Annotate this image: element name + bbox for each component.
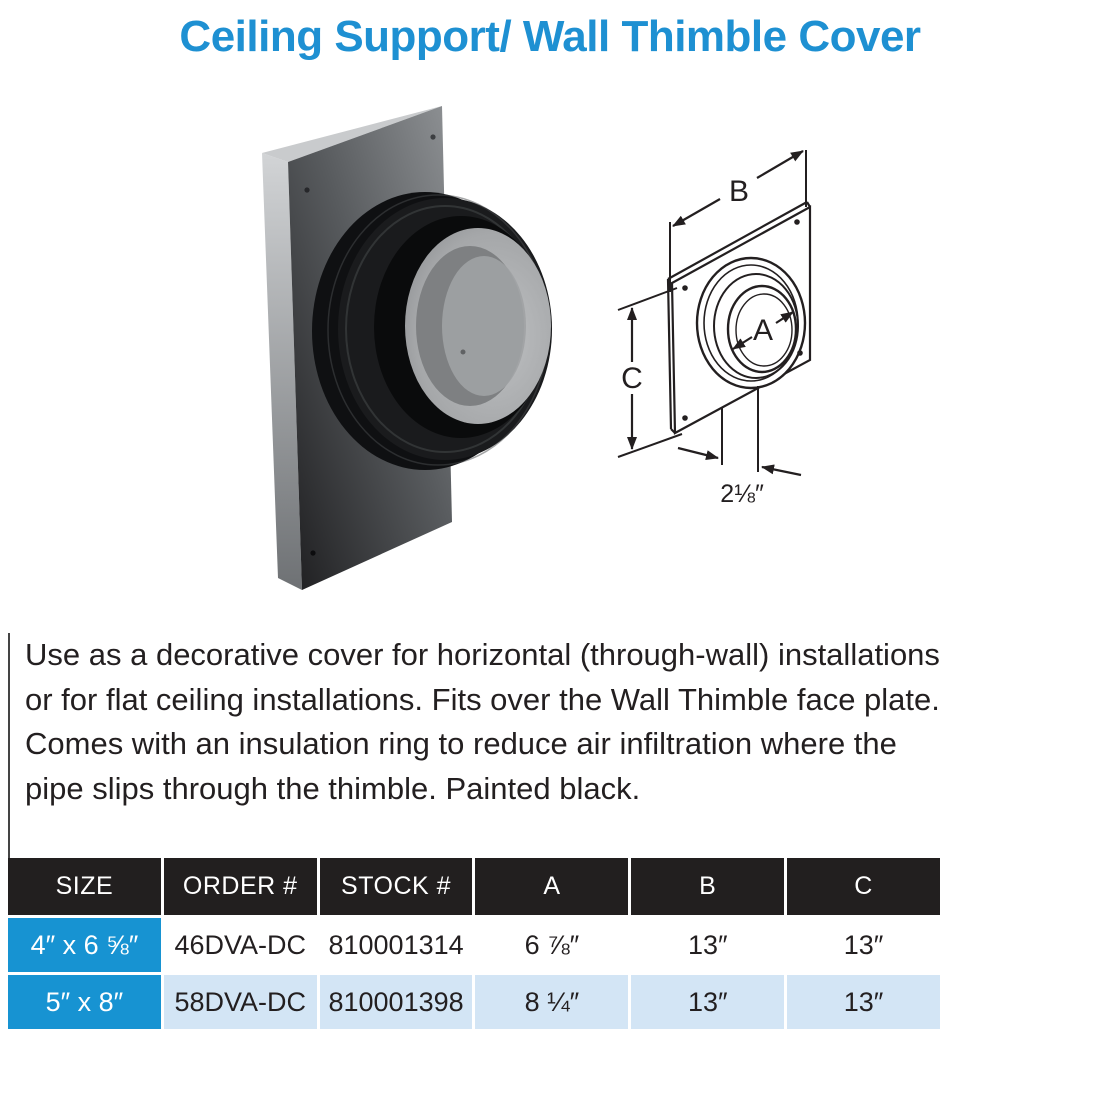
col-header-size: SIZE [8, 858, 161, 915]
dim-b [669, 150, 807, 292]
col-header-b: B [631, 858, 785, 915]
rivet [460, 349, 466, 355]
description-line: or for flat ceiling installations. Fits … [25, 681, 940, 717]
diagram-screw-holes [682, 219, 803, 421]
cell-a: 8 ¼″ [475, 975, 629, 1029]
dim-label-a: A [753, 314, 773, 347]
col-header-c: C [787, 858, 940, 915]
cell-order: 58DVA-DC [163, 975, 317, 1029]
cell-c: 13″ [787, 975, 940, 1029]
col-header-order: ORDER # [163, 858, 317, 915]
col-header-a: A [475, 858, 629, 915]
dim-label-c: C [621, 362, 643, 395]
spec-table: SIZE ORDER # STOCK # A B C 4″ x 6 ⅝″ 46D… [8, 858, 940, 1029]
page-title: Ceiling Support/ Wall Thimble Cover [179, 12, 921, 61]
plate-top-edge [262, 106, 442, 162]
cell-size: 4″ x 6 ⅝″ [8, 918, 161, 972]
cell-size: 5″ x 8″ [8, 975, 161, 1029]
dim-label-depth: 2⅛″ [720, 480, 764, 508]
product-description: Use as a decorative cover for horizontal… [25, 633, 1080, 811]
section-divider [8, 633, 10, 859]
diagram-collar [695, 256, 807, 390]
diagram-plate-edge [666, 201, 811, 434]
cell-stock: 810001398 [319, 975, 473, 1029]
dim-label-b: B [729, 175, 749, 208]
cell-a: 6 ⅞″ [475, 918, 629, 972]
dim-c [617, 287, 683, 458]
product-photo-art [262, 106, 552, 590]
dim-a [732, 311, 794, 350]
cell-order: 46DVA-DC [163, 918, 317, 972]
collar [312, 192, 552, 470]
cell-b: 13″ [631, 975, 785, 1029]
description-line: Comes with an insulation ring to reduce … [25, 726, 897, 761]
plate-side-edge [262, 153, 302, 590]
screw-hole [430, 134, 436, 140]
cell-stock: 810001314 [319, 918, 473, 972]
col-header-stock: STOCK # [319, 858, 473, 915]
screw-hole [310, 550, 316, 556]
description-line: pipe slips through the thimble. Painted … [25, 770, 641, 806]
screw-hole [304, 187, 310, 193]
dimension-diagram: B C A 2⅛″ [605, 130, 855, 530]
cell-c: 13″ [787, 918, 940, 972]
dim-depth [677, 386, 802, 477]
ring-inner-highlight [442, 256, 526, 396]
dimension-diagram-art: B C A 2⅛″ [617, 150, 812, 508]
product-photo [255, 95, 585, 595]
cell-b: 13″ [631, 918, 785, 972]
description-line: Use as a decorative cover for horizontal… [25, 637, 940, 672]
